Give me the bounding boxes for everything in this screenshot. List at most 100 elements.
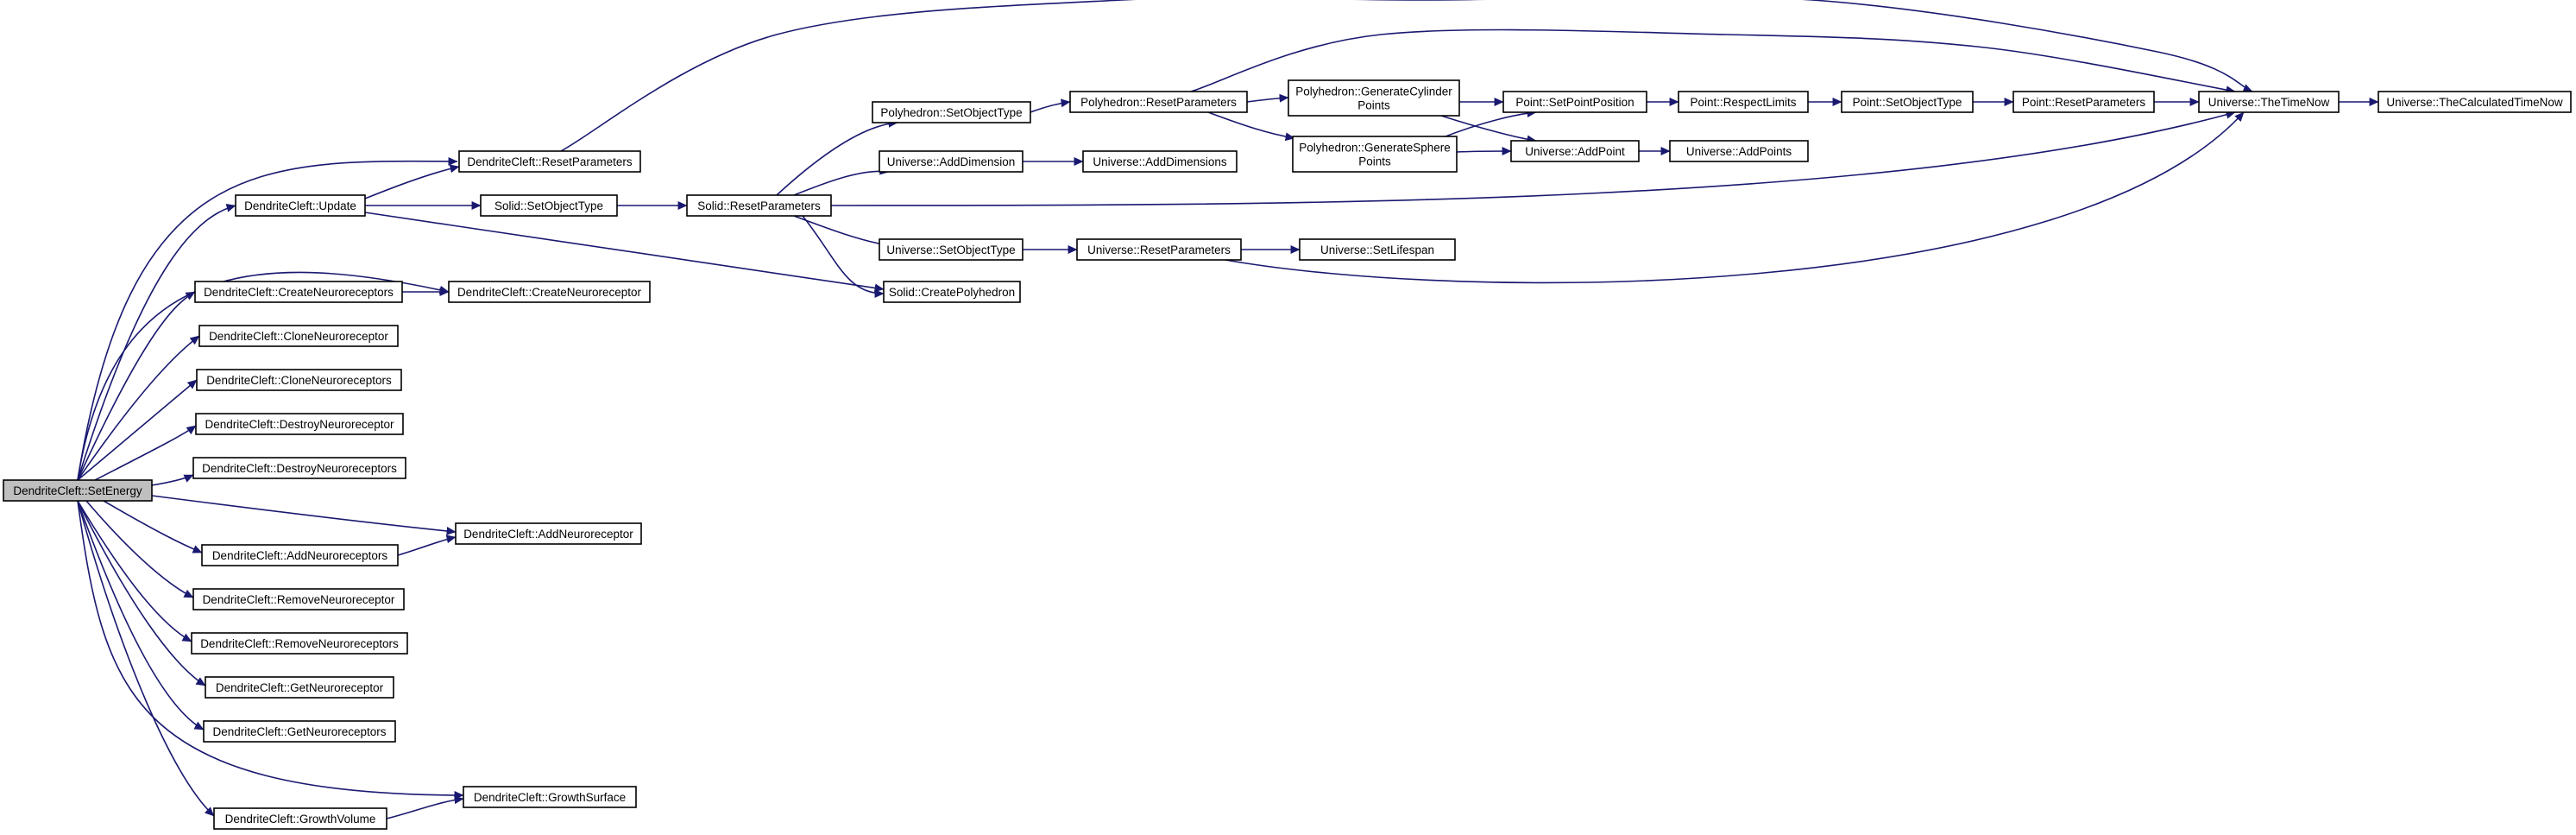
- node-clone-nr[interactable]: DendriteCleft::CloneNeuroreceptor: [198, 325, 399, 347]
- node-add-nrs[interactable]: DendriteCleft::AddNeuroreceptors: [201, 544, 399, 566]
- node-label: Solid::CreatePolyhedron: [889, 286, 1015, 299]
- edge-line: [776, 118, 898, 196]
- edge-solid-reset-to-uni-adddim: [793, 166, 890, 196]
- edge-line: [77, 500, 206, 686]
- node-destroy-nrs[interactable]: DendriteCleft::DestroyNeuroreceptors: [192, 457, 406, 479]
- node-pt-limits[interactable]: Point::RespectLimits: [1678, 91, 1809, 113]
- edge-set-energy-to-dc-reset: [77, 156, 458, 481]
- node-box: [201, 544, 399, 566]
- node-label: Universe::TheCalculatedTimeNow: [2386, 96, 2563, 109]
- node-uni-addpoints[interactable]: Universe::AddPoints: [1669, 140, 1809, 162]
- node-uni-calc[interactable]: Universe::TheCalculatedTimeNow: [2378, 91, 2572, 113]
- edge-poly-reset-to-gen-cyl: [1246, 93, 1289, 103]
- edge-line: [94, 425, 197, 481]
- node-uni-adddims[interactable]: Universe::AddDimensions: [1082, 150, 1238, 173]
- node-add-nr[interactable]: DendriteCleft::AddNeuroreceptor: [455, 522, 642, 545]
- node-update[interactable]: DendriteCleft::Update: [235, 194, 366, 217]
- edge-line: [364, 212, 885, 293]
- edge-dc-reset-to-uni-timenow: [560, 0, 2253, 152]
- edge-line: [103, 500, 203, 554]
- node-uni-timenow[interactable]: Universe::TheTimeNow: [2198, 91, 2340, 113]
- node-box: [196, 369, 402, 391]
- node-solid-setobj[interactable]: Solid::SetObjectType: [480, 194, 618, 217]
- node-create-nrs[interactable]: DendriteCleft::CreateNeuroreceptors: [194, 281, 403, 303]
- node-box: [235, 194, 366, 217]
- node-box: [883, 281, 1021, 303]
- node-box: [879, 238, 1023, 261]
- edge-line: [1030, 98, 1071, 113]
- node-create-nr[interactable]: DendriteCleft::CreateNeuroreceptor: [448, 281, 651, 303]
- node-box: [455, 522, 642, 545]
- node-growth-surf[interactable]: DendriteCleft::GrowthSurface: [463, 786, 637, 808]
- edge-set-energy-to-destroy-nrs: [151, 474, 194, 486]
- edge-line: [77, 156, 458, 481]
- edge-growth-vol-to-growth-surf: [386, 795, 464, 819]
- node-uni-lifespan[interactable]: Universe::SetLifespan: [1299, 238, 1456, 261]
- node-box: [2198, 91, 2340, 113]
- node-poly-reset[interactable]: Polyhedron::ResetParameters: [1069, 91, 1248, 113]
- node-label: DendriteCleft::SetEnergy: [13, 484, 142, 497]
- node-solid-reset[interactable]: Solid::ResetParameters: [686, 194, 832, 217]
- node-label: Universe::AddDimension: [887, 155, 1016, 168]
- node-pt-reset[interactable]: Point::ResetParameters: [2012, 91, 2155, 113]
- node-growth-vol[interactable]: DendriteCleft::GrowthVolume: [213, 807, 387, 830]
- edge-line: [77, 204, 236, 481]
- node-poly-setobj[interactable]: Polyhedron::SetObjectType: [872, 101, 1031, 123]
- node-uni-reset[interactable]: Universe::ResetParameters: [1076, 238, 1242, 261]
- node-box: [1288, 79, 1460, 117]
- edge-line: [802, 215, 885, 298]
- node-remove-nrs[interactable]: DendriteCleft::RemoveNeuroreceptors: [191, 632, 408, 655]
- node-label: Points: [1357, 99, 1390, 112]
- node-label: Point::SetPointPosition: [1515, 96, 1634, 109]
- edge-poly-reset-to-gen-sph: [1207, 111, 1295, 142]
- node-label: Point::ResetParameters: [2022, 96, 2146, 109]
- edges-layer: [77, 0, 2379, 819]
- node-uni-adddim[interactable]: Universe::AddDimension: [879, 150, 1023, 173]
- node-box: [1299, 238, 1456, 261]
- edge-set-energy-to-add-nr: [151, 495, 457, 535]
- node-box: [1678, 91, 1809, 113]
- node-label: DendriteCleft::DestroyNeuroreceptors: [202, 462, 397, 475]
- edge-set-energy-to-destroy-nr: [94, 425, 197, 481]
- node-label: Polyhedron::ResetParameters: [1080, 96, 1237, 109]
- node-uni-addpoint[interactable]: Universe::AddPoint: [1510, 140, 1640, 162]
- node-destroy-nr[interactable]: DendriteCleft::DestroyNeuroreceptor: [195, 413, 404, 435]
- node-label: DendriteCleft::CreateNeuroreceptors: [204, 286, 394, 299]
- edge-line: [151, 474, 194, 486]
- node-create-poly[interactable]: Solid::CreatePolyhedron: [883, 281, 1021, 303]
- node-label: Universe::AddPoints: [1686, 145, 1792, 158]
- node-box: [1292, 136, 1458, 173]
- node-box: [1841, 91, 1974, 113]
- node-uni-setobj[interactable]: Universe::SetObjectType: [879, 238, 1023, 261]
- node-box: [2378, 91, 2572, 113]
- node-label: Universe::AddDimensions: [1093, 155, 1227, 168]
- node-box: [3, 479, 153, 502]
- edge-set-energy-to-remove-nrs: [77, 500, 192, 642]
- node-pt-setobj[interactable]: Point::SetObjectType: [1841, 91, 1974, 113]
- edge-set-energy-to-remove-nr: [85, 500, 194, 598]
- node-label: DendriteCleft::CreateNeuroreceptor: [457, 286, 642, 299]
- node-box: [448, 281, 651, 303]
- node-label: DendriteCleft::AddNeuroreceptor: [463, 528, 633, 541]
- edge-gen-cyl-to-uni-addpoint: [1440, 115, 1537, 144]
- node-box: [1502, 91, 1647, 113]
- node-label: Universe::AddPoint: [1525, 145, 1625, 158]
- node-label: DendriteCleft::RemoveNeuroreceptors: [200, 637, 399, 650]
- node-set-energy[interactable]: DendriteCleft::SetEnergy: [3, 479, 153, 502]
- node-remove-nr[interactable]: DendriteCleft::RemoveNeuroreceptor: [192, 588, 405, 610]
- edge-line: [77, 500, 205, 731]
- edge-line: [1456, 147, 1512, 155]
- node-clone-nrs[interactable]: DendriteCleft::CloneNeuroreceptors: [196, 369, 402, 391]
- node-dc-reset[interactable]: DendriteCleft::ResetParameters: [458, 150, 641, 173]
- node-get-nr[interactable]: DendriteCleft::GetNeuroreceptor: [205, 676, 394, 699]
- node-label: Polyhedron::SetObjectType: [880, 106, 1022, 119]
- edge-set-energy-to-growth-surf: [77, 500, 464, 800]
- node-label: Points: [1358, 155, 1391, 168]
- node-get-nrs[interactable]: DendriteCleft::GetNeuroreceptors: [203, 720, 396, 743]
- edge-uni-reset-to-uni-timenow: [1225, 111, 2245, 284]
- edge-line: [77, 335, 200, 481]
- node-pt-setpos[interactable]: Point::SetPointPosition: [1502, 91, 1647, 113]
- edge-update-to-create-poly: [364, 212, 885, 293]
